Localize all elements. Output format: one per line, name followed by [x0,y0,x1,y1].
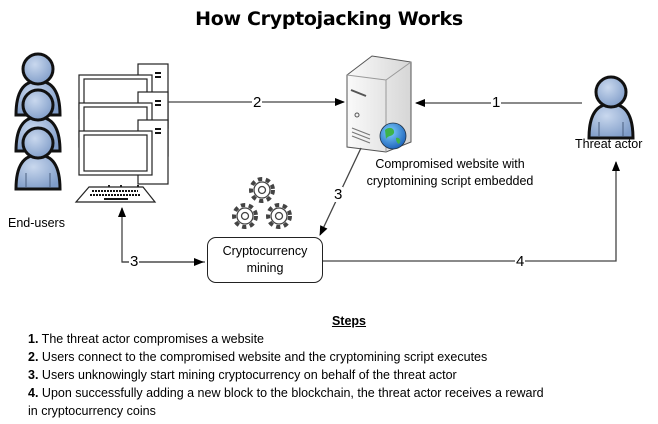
server-label-line1: Compromised website with [375,157,525,171]
edge-label-2: 2 [252,94,263,111]
step-number: 4. [28,386,39,400]
edge-label-4: 4 [515,253,526,270]
cryptocurrency-mining-node: Cryptocurrency mining [207,237,323,283]
edge-label-1: 1 [491,94,502,111]
step-text: Users unknowingly start mining cryptocur… [38,368,457,382]
end-users-label: End-users [8,216,65,230]
mining-label-line2: mining [246,261,284,275]
step-text: The threat actor compromises a website [38,332,264,346]
step-item: 3. Users unknowingly start mining crypto… [28,366,648,384]
edge-4-line [322,161,620,262]
step-item: 4. Upon successfully adding a new block … [28,384,648,402]
threat-actor-label: Threat actor [575,137,643,151]
computers-icon [74,63,169,203]
step-item: 2. Users connect to the compromised webs… [28,348,648,366]
steps-section: Steps 1. The threat actor compromises a … [28,312,648,420]
gears-icon [232,177,292,229]
edge-label-3-users: 3 [129,253,140,270]
step-number: 3. [28,368,39,382]
server-label-line2: cryptomining script embedded [366,174,534,188]
step-text: Upon successfully adding a new block to … [38,386,544,400]
mining-label-line1: Cryptocurrency [222,244,308,258]
end-users-icon [14,52,62,191]
steps-heading: Steps [331,314,367,328]
globe-icon [379,122,407,150]
step-item: 1. The threat actor compromises a websit… [28,330,648,348]
step-continuation: in cryptocurrency coins [28,404,156,418]
threat-actor-icon [587,75,635,140]
step-number: 1. [28,332,39,346]
edge-label-3-server: 3 [333,186,344,203]
compromised-server-icon [346,55,412,153]
diagram-title: How Cryptojacking Works [195,8,463,30]
step-number: 2. [28,350,39,364]
step-text: Users connect to the compromised website… [38,350,488,364]
